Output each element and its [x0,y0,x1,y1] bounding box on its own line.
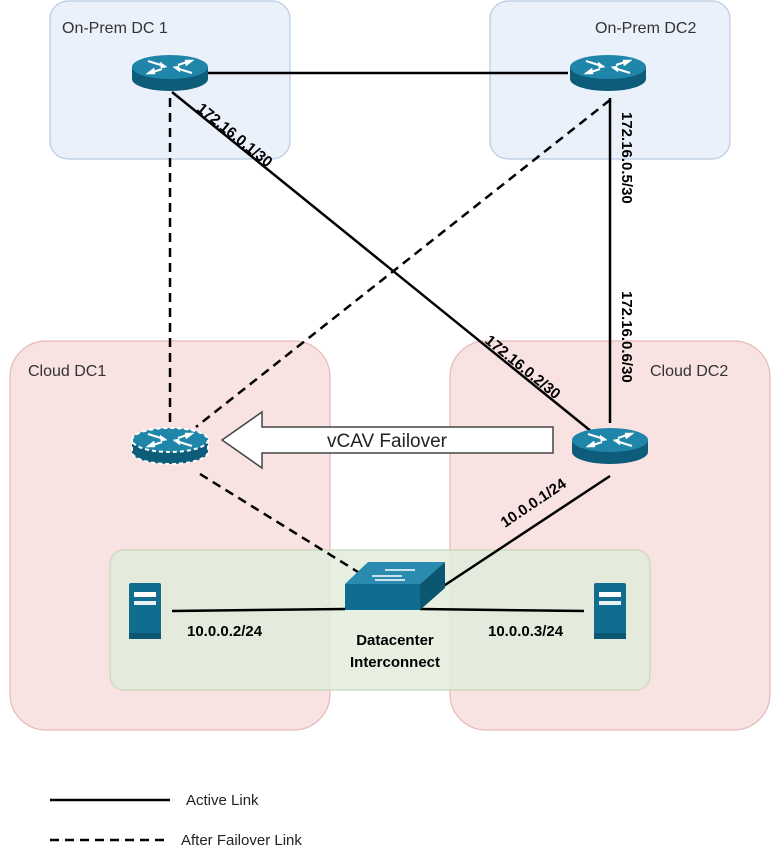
interconnect-label-line1: Datacenter [356,632,434,649]
datacenter-interconnect-zone [109,549,651,691]
vcav-failover-arrow [220,410,554,470]
onprem-dc1-to-cloud-dc2-link [171,91,593,433]
server2-ip-label: 10.0.0.3/24 [488,623,564,640]
legend-failover-label: After Failover Link [181,832,302,849]
legend-active-label: Active Link [186,792,259,809]
cloud-dc1-standby-router-icon [130,426,210,466]
server1-ip-label: 10.0.0.2/24 [187,623,263,640]
link-label-172-16-0-5: 172.16.0.5/30 [618,112,635,204]
onprem-dc1-router-icon [130,53,210,93]
cloud-dc2-router-icon [570,426,650,466]
cloud-dc1-to-switch-failover-link [199,472,359,574]
server2-icon [594,583,626,639]
cloud-dc2-label: Cloud DC2 [650,363,728,380]
cloud-dc1-label: Cloud DC1 [28,363,106,380]
onprem-dc1-label: On-Prem DC 1 [62,20,168,37]
server1-icon [129,583,161,639]
cloud-dc2-to-switch-link [441,474,611,589]
datacenter-interconnect-switch-icon [345,562,445,610]
onprem-dc2-router-icon [568,53,648,93]
onprem-dc2-to-cloud-dc1-failover-link [195,99,611,428]
vcav-failover-label: vCAV Failover [327,431,448,452]
link-label-172-16-0-6: 172.16.0.6/30 [618,291,635,383]
server1-to-switch-link [171,607,346,613]
onprem-dc2-label: On-Prem DC2 [595,20,696,37]
interconnect-label-line2: Interconnect [350,654,440,671]
switch-to-server2-link [419,607,585,613]
